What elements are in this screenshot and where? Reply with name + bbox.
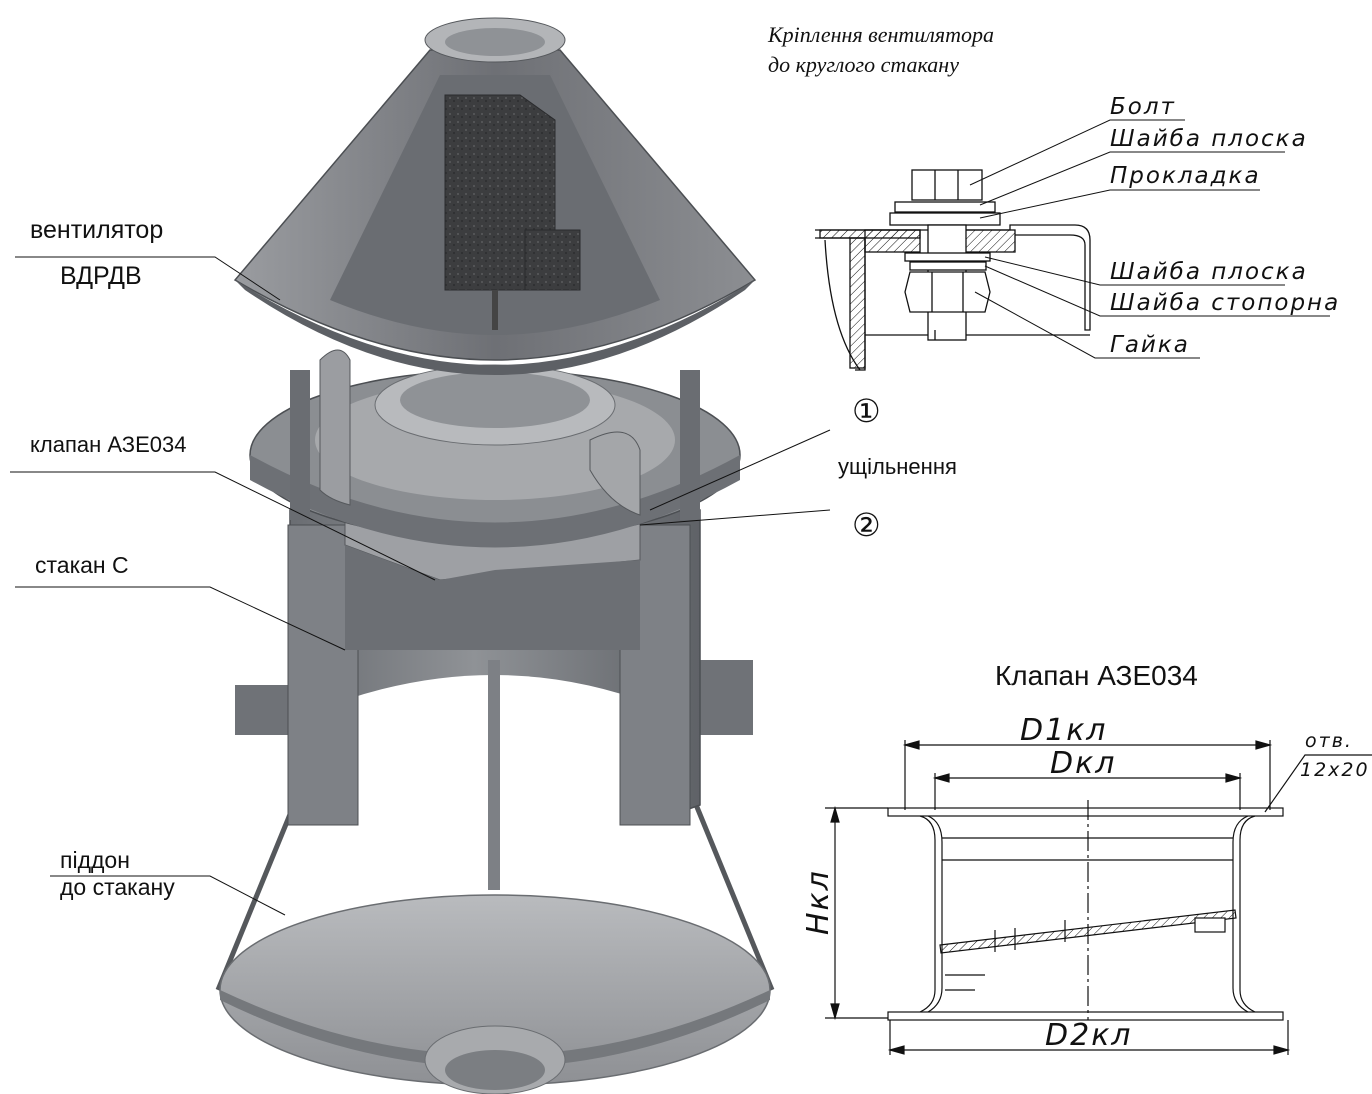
part-gasket: Прокладка	[1110, 163, 1261, 189]
tray-label-2: до стакану	[60, 874, 175, 900]
fan-assembly-illustration	[215, 17, 775, 1094]
part-bolt: Болт	[1110, 94, 1176, 120]
mounting-section-drawing	[815, 169, 1091, 371]
mounting-title-2: до круглого стакану	[768, 52, 959, 77]
part-lock-washer: Шайба стопорна	[1110, 290, 1340, 316]
tray-label: піддон	[60, 847, 130, 873]
tray-part	[215, 660, 775, 1094]
valve-label: клапан АЗЕ034	[30, 432, 186, 457]
marker-2: ②	[852, 507, 881, 543]
dim-h: Нкл	[801, 869, 836, 935]
mounting-leaders	[969, 119, 1330, 359]
valve-drawing: Клапан АЗЕ034	[801, 660, 1372, 1055]
dim-d2: D2кл	[1045, 1018, 1132, 1053]
mounting-detail: Кріплення вентилятора до круглого стакан…	[767, 22, 1340, 371]
support-posts	[290, 349, 700, 520]
marker-1: ①	[852, 393, 881, 429]
hole-label-2: 12х20	[1300, 759, 1370, 781]
mounting-title-1: Кріплення вентилятора	[767, 22, 994, 47]
left-leader-lines	[10, 256, 831, 916]
dim-d: Dкл	[1050, 746, 1116, 781]
fan-label: вентилятор	[30, 216, 163, 244]
part-nut: Гайка	[1110, 332, 1190, 358]
hole-label-1: отв.	[1305, 730, 1353, 752]
sleeve-label: стакан С	[35, 552, 129, 578]
dim-d1: D1кл	[1020, 713, 1107, 748]
filter-block	[444, 94, 581, 330]
valve-outline	[825, 740, 1372, 1055]
valve-drawing-title: Клапан АЗЕ034	[995, 660, 1198, 691]
part-flat-washer-2: Шайба плоска	[1110, 259, 1308, 285]
seal-label: ущільнення	[838, 454, 957, 479]
fan-model-label: ВДРДВ	[60, 262, 142, 290]
part-flat-washer-1: Шайба плоска	[1110, 126, 1308, 152]
